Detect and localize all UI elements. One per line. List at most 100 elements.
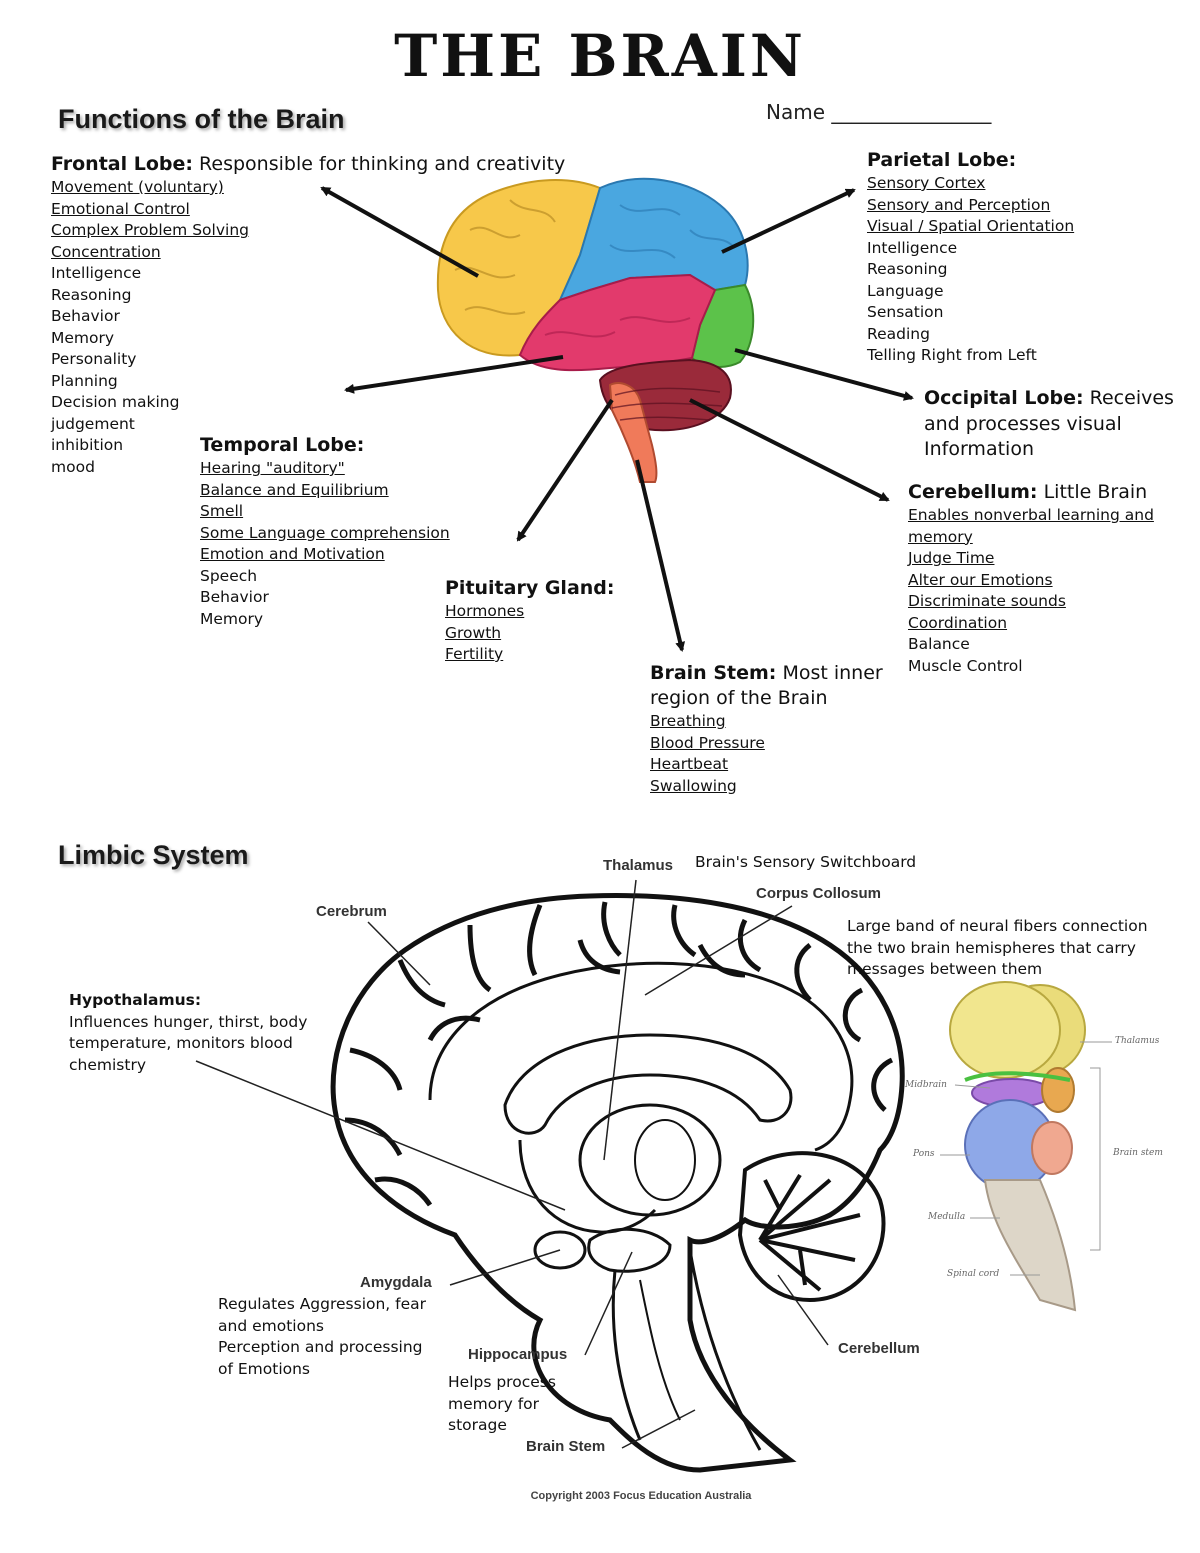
amygdala-note: Regulates Aggression, fear and emotions … (218, 1294, 426, 1380)
list-item: Personality (51, 350, 137, 368)
amygdala-desc-line: and emotions (218, 1316, 324, 1335)
arrow-pituitary (516, 398, 614, 542)
list-item: Reasoning (51, 285, 132, 304)
list-item: Emotion and Motivation (200, 545, 385, 563)
list-item: Enables nonverbal learning and (908, 506, 1154, 524)
list-item: Balance and Equilibrium (200, 480, 389, 499)
list-item: Intelligence (51, 264, 142, 282)
list-item: Breathing (650, 712, 726, 730)
page-title: THE BRAIN (394, 22, 806, 90)
temporal-lobe-block: Temporal Lobe: Hearing "auditory" Balance… (200, 433, 450, 630)
list-item: Behavior (200, 588, 269, 606)
list-item: Telling Right from Left (867, 346, 1037, 364)
medulla-label: Medulla (928, 1212, 966, 1222)
corpus-desc-line: messages between them (847, 960, 1043, 978)
frontal-lobe-list: Movement (voluntary)Emotional Control Co… (51, 177, 565, 478)
list-item: inhibition (51, 436, 124, 454)
frontal-lobe-heading: Frontal Lobe: (51, 153, 193, 175)
list-item: Planning (51, 371, 118, 390)
arrow-temporal (344, 355, 564, 394)
cerebellum-heading: Cerebellum: (908, 481, 1038, 503)
amygdala-label: Amygdala (360, 1274, 432, 1291)
hippocampus-shape (587, 1227, 672, 1273)
corpus-callosum-shape (503, 1033, 793, 1135)
cerebellum-label: Cerebellum (838, 1340, 920, 1357)
cerebrum-outline (330, 893, 905, 1473)
arrow-occipital (734, 348, 914, 401)
list-item: Reasoning (867, 260, 948, 278)
cerebrum-label: Cerebrum (316, 903, 387, 920)
corpus-desc-line: Large band of neural fibers connection (847, 917, 1148, 935)
list-item: judgement (51, 414, 135, 433)
thalamus-small-label: Thalamus (1115, 1036, 1160, 1046)
occipital-lobe-heading: Occipital Lobe: (924, 387, 1084, 409)
hypothalamus-desc-line: Influences hunger, thirst, body (69, 1012, 308, 1031)
cerebellum-block: Cerebellum: Little Brain Enables nonverb… (908, 480, 1154, 677)
occipital-desc-line-2: and processes visual (924, 412, 1122, 435)
list-item: Fertility (445, 645, 504, 663)
hippocampus-label: Hippocampus (468, 1346, 568, 1363)
brainstem-region (608, 382, 658, 483)
list-item: Sensory Cortex (867, 174, 986, 192)
brain-stem-small-label: Brain stem (1113, 1148, 1163, 1158)
arrow-frontal (320, 186, 479, 278)
spinal-cord-label: Spinal cord (947, 1269, 1000, 1279)
frontal-lobe-desc: Responsible for thinking and creativity (199, 153, 566, 175)
brainstem-desc-line-2: region of the Brain (650, 687, 828, 709)
list-item: Hormones (445, 602, 525, 620)
occipital-desc-line-3: Information (924, 438, 1034, 460)
list-item: Concentration (51, 242, 161, 261)
name-field[interactable]: Name ________________ (766, 100, 992, 124)
list-item: Hearing "auditory" (200, 459, 345, 477)
temporal-lobe-list: Hearing "auditory" Balance and Equilibriu… (200, 458, 450, 630)
thalamus-desc: Brain's Sensory Switchboard (695, 853, 917, 871)
brainstem-shape (611, 1249, 762, 1451)
pituitary-heading: Pituitary Gland: (445, 577, 615, 599)
brainstem-figure (940, 981, 1112, 1312)
list-item: Smell (200, 502, 244, 520)
list-item: Memory (51, 328, 115, 347)
occipital-lobe-region (690, 283, 755, 368)
functions-heading: Functions of the Brain (58, 104, 345, 134)
amygdala-desc-line: of Emotions (218, 1359, 311, 1378)
list-item: Language (867, 281, 944, 300)
brainstem-block: Brain Stem: Most inner region of the Bra… (650, 661, 883, 797)
list-item: Movement (voluntary) (51, 178, 224, 196)
list-item: Balance (908, 635, 970, 653)
corpus-desc-line: the two brain hemispheres that carry (847, 938, 1136, 957)
lobe-arrows (320, 186, 914, 652)
temporal-lobe-heading: Temporal Lobe: (200, 434, 365, 456)
list-item: Sensation (867, 303, 944, 321)
list-item: Blood Pressure (650, 733, 765, 752)
hypothalamus-desc-line: temperature, monitors blood (69, 1034, 293, 1052)
list-item: Muscle Control (908, 656, 1023, 675)
arrow-parietal (721, 188, 856, 254)
brainstem-heading: Brain Stem: (650, 662, 777, 684)
brainstem-desc-line-1: Most inner (782, 662, 883, 684)
amygdala-shape (533, 1230, 587, 1270)
list-item: Sensory and Perception (867, 195, 1051, 214)
list-item: Visual / Spatial Orientation (867, 217, 1075, 235)
hypothalamus-note: Hypothalamus: Influences hunger, thirst,… (69, 990, 307, 1076)
amygdala-desc-line: Perception and processing (218, 1338, 423, 1356)
brainstem-label: Brain Stem (526, 1438, 606, 1455)
list-item: Heartbeat (650, 755, 729, 773)
hippocampus-note: Helps process memory for storage (448, 1372, 556, 1437)
pons-label: Pons (913, 1149, 935, 1159)
hippocampus-desc-line: memory for (448, 1394, 540, 1413)
list-item: Alter our Emotions (908, 570, 1053, 589)
thalamus-label: Thalamus (603, 857, 674, 874)
hypothalamus-heading: Hypothalamus: (69, 991, 202, 1009)
list-item: Decision making (51, 393, 180, 411)
lateral-brain-illustration (436, 177, 755, 483)
list-item: Swallowing (650, 776, 737, 795)
parietal-lobe-heading: Parietal Lobe: (867, 149, 1017, 171)
list-item: Reading (867, 324, 930, 343)
